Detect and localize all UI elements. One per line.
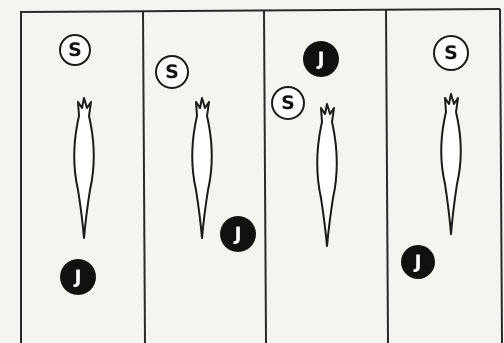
marker-label: S (165, 61, 179, 83)
panel-2: S J (156, 56, 256, 252)
marker-j: J (303, 41, 339, 77)
marker-label: J (232, 223, 241, 245)
marker-label: J (72, 266, 81, 288)
marker-s: S (60, 35, 90, 65)
frame-divider-1 (143, 11, 145, 343)
marker-s: S (272, 87, 304, 119)
marker-label: S (444, 42, 458, 64)
panel-3: J S (272, 41, 339, 246)
marker-label: S (281, 92, 295, 114)
marker-s: S (434, 36, 468, 70)
panel-1: S J (60, 35, 96, 295)
marker-j: J (401, 245, 435, 279)
marker-label: S (68, 39, 82, 61)
marker-j: J (60, 259, 96, 295)
marker-label: J (412, 251, 421, 273)
frame-divider-3 (386, 10, 388, 343)
plant-shape (317, 104, 337, 246)
marker-j: J (220, 216, 256, 252)
plant-shape (74, 98, 94, 238)
frame-right (500, 9, 502, 343)
marker-label: J (315, 48, 324, 70)
frame-top (20, 9, 500, 12)
panel-4: S J (401, 36, 468, 279)
frame-divider-2 (264, 10, 266, 343)
marker-s: S (156, 56, 188, 88)
plant-shape (192, 98, 212, 238)
plant-shape (441, 94, 461, 234)
